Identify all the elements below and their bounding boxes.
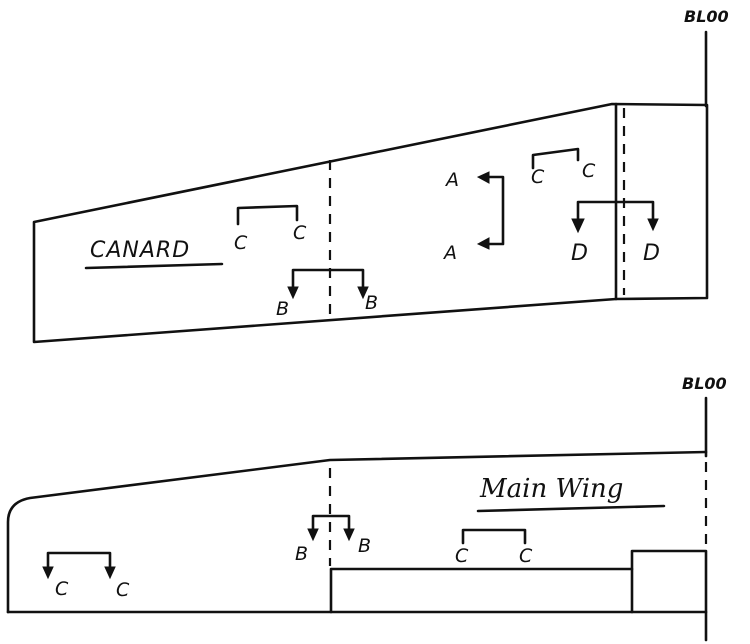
canard-label-a1: A [444, 169, 459, 191]
canard-section-bb-bracket [291, 268, 365, 290]
canard-arrow-a1 [476, 171, 490, 184]
canard-label-a2: A [442, 242, 457, 264]
canard-label-c-right-2: C [582, 160, 596, 182]
canard-arrow-b1 [287, 286, 299, 300]
canard-section-aa-bracket [485, 175, 505, 246]
canard-section-cc-right-bracket [531, 147, 580, 170]
canard-bl00-label: BL00 [684, 7, 729, 26]
main-wing-arrow-b2 [343, 528, 355, 542]
canard-label-d2: D [643, 241, 660, 266]
main-wing-arrow-c2 [104, 566, 116, 580]
main-wing-inner-panel [329, 567, 634, 614]
canard-arrow-d2 [647, 218, 659, 232]
main-wing-label-b2: B [358, 535, 371, 557]
main-wing-section-cc-far-bracket [46, 551, 112, 570]
main-wing-title-underline [476, 504, 666, 513]
canard-label-b1: B [276, 298, 289, 320]
main-wing-label-c-mid-2: C [519, 545, 533, 567]
canard-label-b2: B [365, 292, 378, 314]
canard-section-dd-bracket [576, 200, 655, 222]
canard-arrow-d1 [571, 218, 585, 234]
canard-arrow-a2 [476, 237, 490, 250]
main-wing-label-c-far-2: C [116, 579, 130, 601]
main-wing-label-c-mid-1: C [455, 545, 469, 567]
main-wing-step [630, 549, 708, 571]
canard-title: CANARD [90, 238, 190, 263]
main-wing-arrow-c1 [42, 566, 54, 580]
main-wing-title: Main Wing [479, 474, 623, 504]
main-wing-leading-edge [6, 450, 708, 614]
canard-label-c-right-1: C [531, 166, 545, 188]
main-wing-label-c-far-1: C [55, 578, 69, 600]
main-wing-section-bb-bracket [311, 514, 351, 532]
canard-title-underline [84, 262, 224, 270]
canard-label-c-left-2: C [293, 222, 307, 244]
main-wing-label-b1: B [295, 543, 308, 565]
canard-label-c-left-1: C [234, 232, 248, 254]
main-wing-bl00-label: BL00 [682, 374, 727, 393]
main-wing-section-cc-mid-bracket [461, 528, 527, 545]
canard-section-cc-left-bracket [236, 204, 299, 226]
canard-outline [32, 102, 709, 344]
main-wing-arrow-b1 [307, 528, 319, 542]
canard-label-d1: D [571, 241, 588, 266]
main-wing-planform [6, 396, 708, 642]
canard-arrow-b2 [357, 286, 369, 300]
